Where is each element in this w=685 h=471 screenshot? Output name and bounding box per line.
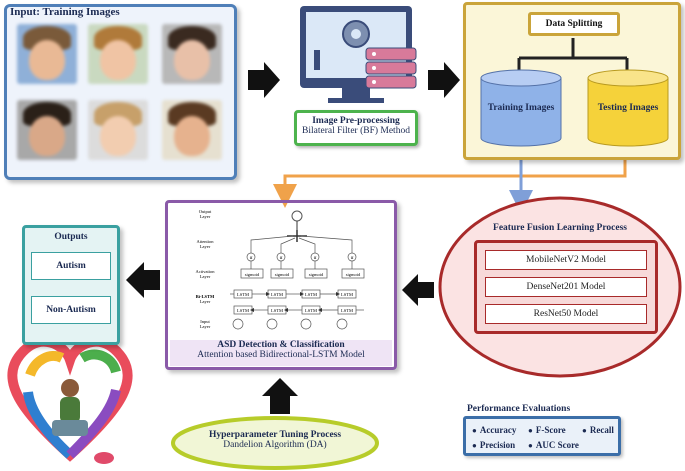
svg-text:α: α	[280, 256, 283, 261]
training-image-3	[162, 24, 222, 84]
arrow-asd-to-outputs	[126, 262, 160, 298]
svg-text:LSTM: LSTM	[305, 292, 317, 297]
layer-label-bilstm: Bi-LSTM	[196, 294, 215, 299]
arrow-testing-to-asd	[273, 152, 627, 208]
feature-models-box: MobileNetV2 Model DenseNet201 Model ResN…	[474, 240, 658, 334]
svg-text:LSTM: LSTM	[271, 308, 283, 313]
svg-text:LSTM: LSTM	[271, 292, 283, 297]
training-image-4	[17, 100, 77, 160]
svg-text:Layer: Layer	[200, 214, 211, 219]
svg-text:sigmoid: sigmoid	[309, 272, 324, 277]
layer-label-output: Output	[199, 209, 212, 214]
svg-text:sigmoid: sigmoid	[346, 272, 361, 277]
training-images-label: Training Images	[487, 103, 555, 113]
arrow-feature-to-asd	[402, 274, 434, 306]
training-image-5	[88, 100, 148, 160]
svg-text:LSTM: LSTM	[237, 292, 249, 297]
model-densenet201: DenseNet201 Model	[485, 277, 647, 297]
data-splitting-title: Data Splitting	[528, 12, 620, 36]
layer-label-attention: Attention	[197, 239, 215, 244]
metric-fscore: F-Score	[528, 425, 566, 435]
svg-text:Layer: Layer	[200, 299, 211, 304]
layer-label-input: Input	[200, 319, 210, 324]
model-mobilenetv2: MobileNetV2 Model	[485, 250, 647, 270]
bilstm-column-3: α sigmoid LSTM LSTM	[300, 252, 328, 330]
svg-text:LSTM: LSTM	[341, 292, 353, 297]
arrow-hyper-to-asd	[262, 378, 298, 414]
testing-database-icon	[587, 69, 669, 147]
arrow-preproc-to-split	[428, 62, 460, 98]
computer-icon	[300, 6, 417, 103]
output-non-autism: Non-Autism	[31, 296, 111, 324]
training-image-6	[162, 100, 222, 160]
svg-text:LSTM: LSTM	[305, 308, 317, 313]
hyperparameter-algorithm: Dandelion Algorithm (DA)	[223, 440, 327, 450]
performance-title: Performance Evaluations	[467, 404, 571, 414]
outputs-title: Outputs	[54, 232, 88, 242]
metric-auc: AUC Score	[528, 440, 579, 450]
svg-text:LSTM: LSTM	[341, 308, 353, 313]
asd-panel	[165, 200, 397, 370]
feature-fusion-title: Feature Fusion Learning Process	[493, 223, 627, 233]
testing-images-label: Testing Images	[597, 103, 659, 113]
asd-label-box: ASD Detection & Classification Attention…	[170, 340, 392, 366]
metric-recall: Recall	[582, 425, 614, 435]
metric-precision: Precision	[472, 440, 515, 450]
output-autism: Autism	[31, 252, 111, 280]
svg-text:α: α	[351, 256, 354, 261]
asd-title: ASD Detection & Classification	[217, 340, 345, 350]
autism-puzzle-heart-icon	[7, 336, 133, 464]
input-panel-title: Input: Training Images	[10, 6, 120, 18]
svg-text:sigmoid: sigmoid	[245, 272, 260, 277]
svg-text:Layer: Layer	[200, 324, 211, 329]
svg-text:sigmoid: sigmoid	[275, 272, 290, 277]
training-database-icon	[480, 69, 562, 147]
bilstm-attention-diagram: Output Layer Attention Layer Activation …	[196, 209, 365, 330]
svg-text:Layer: Layer	[200, 274, 211, 279]
svg-text:α: α	[250, 256, 253, 261]
preprocessing-title: Image Pre-processing	[312, 116, 400, 126]
training-image-1	[17, 24, 77, 84]
model-resnet50: ResNet50 Model	[485, 304, 647, 324]
training-image-2	[88, 24, 148, 84]
hyperparameter-ellipse	[171, 416, 379, 470]
performance-box: Accuracy F-Score Recall Precision AUC Sc…	[463, 416, 621, 456]
arrow-input-to-preproc	[248, 62, 280, 98]
layer-label-activation: Activation	[196, 269, 216, 274]
preprocessing-box: Image Pre-processing Bilateral Filter (B…	[294, 110, 418, 146]
bilstm-column-1: α sigmoid LSTM LSTM	[232, 252, 264, 330]
asd-model: Attention based Bidirectional-LSTM Model	[197, 350, 365, 360]
hyperparameter-title: Hyperparameter Tuning Process	[208, 430, 342, 440]
svg-text:α: α	[314, 256, 317, 261]
svg-text:LSTM: LSTM	[237, 308, 249, 313]
outputs-panel	[22, 225, 120, 345]
metric-accuracy: Accuracy	[472, 425, 516, 435]
preprocessing-method: Bilateral Filter (BF) Method	[302, 126, 410, 136]
svg-text:Layer: Layer	[200, 244, 211, 249]
hyperparameter-box: Hyperparameter Tuning Process Dandelion …	[172, 430, 378, 450]
